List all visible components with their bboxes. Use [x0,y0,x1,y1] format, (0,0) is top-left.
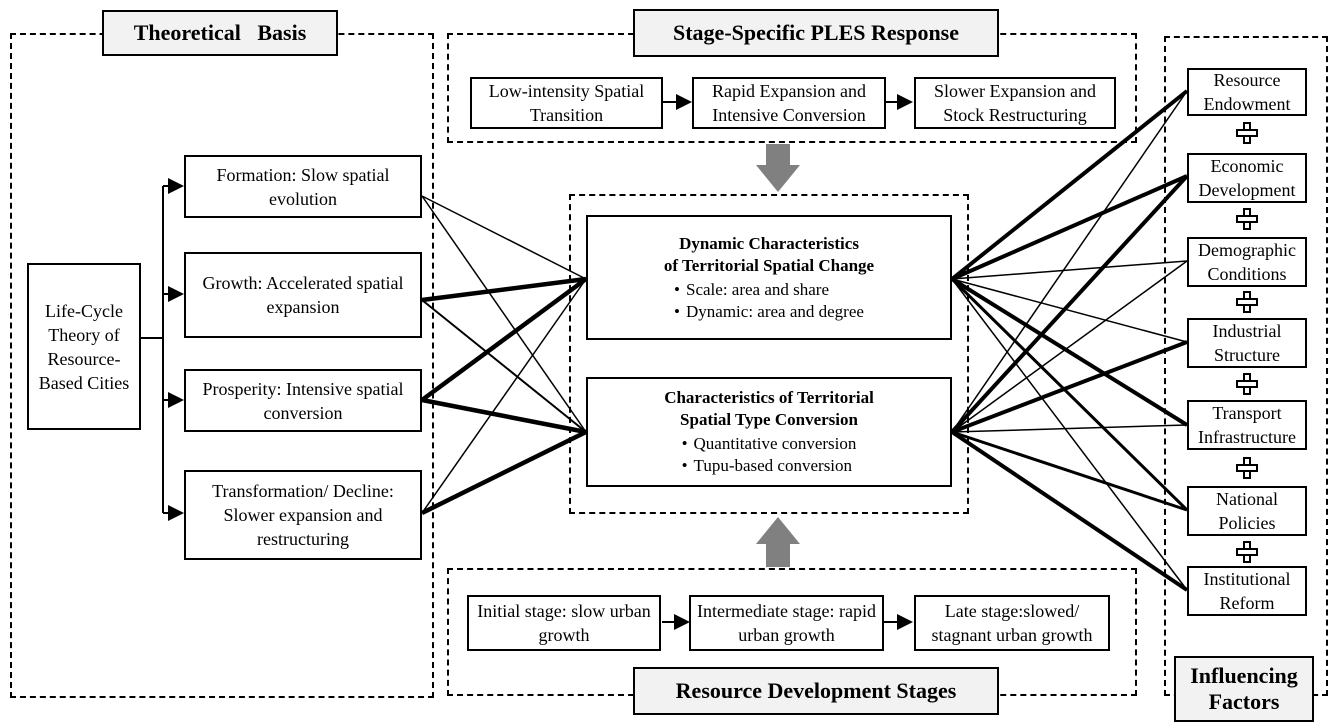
factor-industrial-structure-box: Industrial Structure [1187,318,1307,368]
up-block-arrow [756,517,800,567]
theory-tree-connectors [140,178,184,521]
resource-step-2-label: Intermediate stage: rapid urban growth [697,601,876,645]
life-cycle-theory-box: Life-Cycle Theory of Resource-Based Citi… [27,263,141,430]
plus-icon [1236,208,1258,230]
plus-icon [1236,373,1258,395]
type-conversion-box: Characteristics of Territorial Spatial T… [586,377,952,487]
theory-to-central-links [420,195,588,516]
stage-transformation-label: Transformation/ Decline: Slower expansio… [212,481,394,549]
life-cycle-theory-label: Life-Cycle Theory of Resource-Based Citi… [38,300,130,393]
factor-transport-infrastructure-box: Transport Infrastructure [1187,400,1307,450]
factor-institutional-reform-box: Institutional Reform [1187,566,1307,616]
central-to-factor-links [950,89,1189,592]
factor-resource-endowment-box: Resource Endowment [1187,68,1307,116]
resource-stages-header: Resource Development Stages [633,667,999,715]
stage-growth-box: Growth: Accelerated spatial expansion [184,252,422,338]
dynamic-bullet-dynamic: Dynamic: area and degree [674,301,864,323]
ples-step-1-label: Low-intensity Spatial Transition [488,81,645,125]
factor-resource-endowment-label: Resource Endowment [1203,70,1291,114]
stage-prosperity-label: Prosperity: Intensive spatial conversion [202,378,404,423]
stage-growth-label: Growth: Accelerated spatial expansion [202,273,404,317]
grey-block-arrows [756,144,800,567]
type-conversion-title-line2: Spatial Type Conversion [680,410,858,429]
stage-prosperity-box: Prosperity: Intensive spatial conversion [184,369,422,432]
type-conversion-bullets: Quantitative conversion Tupu-based conve… [682,433,857,477]
dynamic-characteristics-title-line1: Dynamic Characteristics [679,233,859,253]
stage-transformation-box: Transformation/ Decline: Slower expansio… [184,470,422,560]
factor-industrial-structure-label: Industrial Structure [1212,321,1282,365]
influencing-factors-header: Influencing Factors [1174,656,1314,722]
type-conversion-title-line1: Characteristics of Territorial [664,388,874,407]
resource-step-1-box: Initial stage: slow urban growth [467,595,661,651]
ples-response-header: Stage-Specific PLES Response [633,9,999,57]
plus-icon [1236,457,1258,479]
dynamic-bullet-scale: Scale: area and share [674,279,864,301]
dynamic-characteristics-box: Dynamic Characteristics of Territorial S… [586,215,952,340]
central-panel [569,194,969,514]
factor-transport-infrastructure-label: Transport Infrastructure [1198,403,1296,447]
ples-step-2-box: Rapid Expansion and Intensive Conversion [692,77,886,129]
factor-demographic-conditions-box: Demographic Conditions [1187,237,1307,287]
ples-step-2-label: Rapid Expansion and Intensive Conversion [712,81,866,125]
conversion-bullet-quantitative: Quantitative conversion [682,433,857,455]
plus-icon [1236,541,1258,563]
down-block-arrow [756,144,800,192]
factor-economic-development-box: Economic Development [1187,153,1307,203]
factor-national-policies-label: National Policies [1216,489,1278,533]
factor-institutional-reform-label: Institutional Reform [1203,569,1291,613]
dynamic-characteristics-title-line2: of Territorial Spatial Change [663,255,875,275]
resource-step-1-label: Initial stage: slow urban growth [477,601,651,645]
stage-flow-arrows [662,94,913,630]
theoretical-basis-header: Theoretical Basis [102,10,338,56]
resource-step-2-box: Intermediate stage: rapid urban growth [689,595,884,651]
conversion-bullet-tupu: Tupu-based conversion [682,455,857,477]
stage-formation-label: Formation: Slow spatial evolution [216,164,390,209]
resource-step-3-box: Late stage:slowed/ stagnant urban growth [914,595,1110,651]
plus-icon [1236,122,1258,144]
factor-demographic-conditions-label: Demographic Conditions [1198,240,1296,284]
dynamic-characteristics-bullets: Scale: area and share Dynamic: area and … [674,279,864,323]
plus-icon [1236,291,1258,313]
stage-formation-box: Formation: Slow spatial evolution [184,155,422,218]
resource-step-3-label: Late stage:slowed/ stagnant urban growth [931,601,1093,645]
ples-step-1-box: Low-intensity Spatial Transition [470,77,663,129]
ples-step-3-box: Slower Expansion and Stock Restructuring [914,77,1116,129]
factor-national-policies-box: National Policies [1187,486,1307,536]
factor-economic-development-label: Economic Development [1198,156,1296,200]
ples-step-3-label: Slower Expansion and Stock Restructuring [934,81,1096,125]
